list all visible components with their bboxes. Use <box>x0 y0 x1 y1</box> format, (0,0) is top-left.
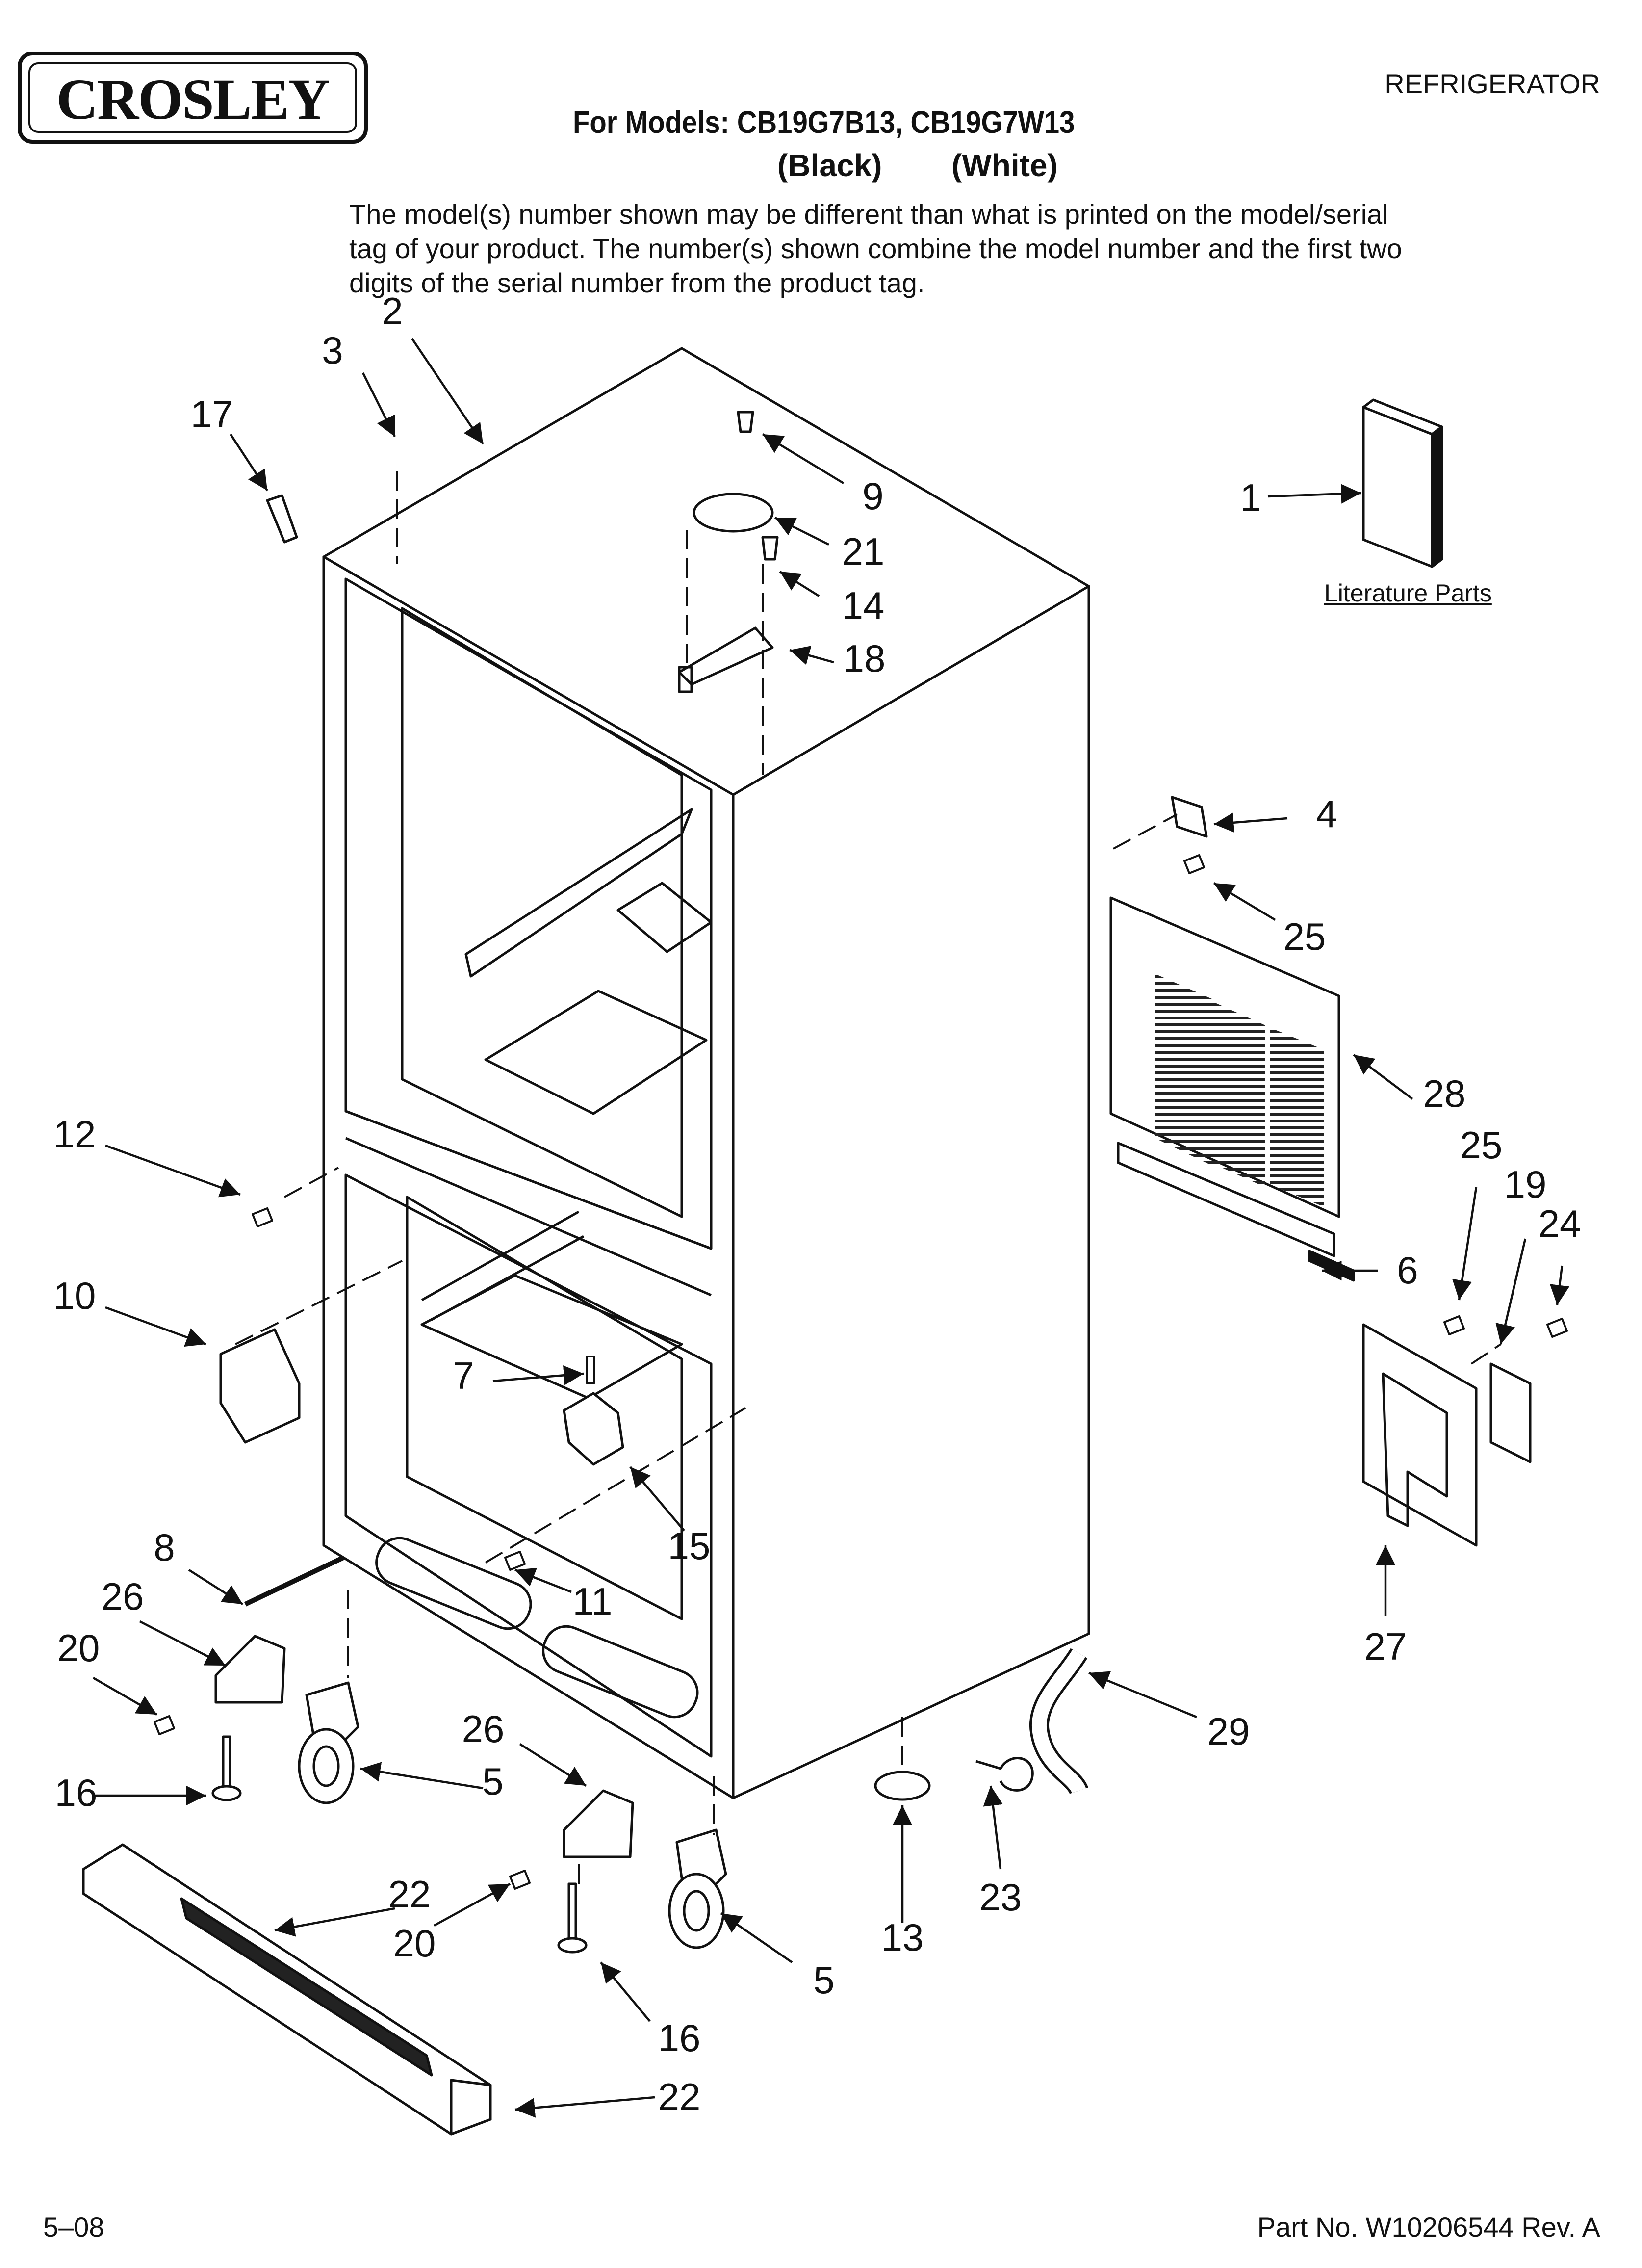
part-number: Part No. W10206544 Rev. A <box>1257 2212 1600 2242</box>
color-white-label: (White) <box>951 148 1058 183</box>
cabinet-interior <box>420 808 713 1400</box>
callout-23: 23 <box>979 1876 1022 1919</box>
literature-parts-label: Literature Parts <box>1324 579 1492 607</box>
callout-24: 24 <box>1538 1202 1581 1245</box>
callout-25b: 25 <box>1460 1123 1503 1167</box>
callout-20a: 20 <box>57 1626 100 1669</box>
document-type: REFRIGERATOR <box>1385 68 1600 99</box>
leveling-leg-left <box>211 1735 242 1801</box>
top-hinge-assembly <box>678 411 779 693</box>
callout-1: 1 <box>1240 476 1261 519</box>
roller-bracket-left <box>214 1635 286 1704</box>
callout-14: 14 <box>842 584 885 627</box>
callout-28: 28 <box>1423 1072 1466 1115</box>
brand-logo: CROSLEY <box>18 52 368 144</box>
brand-logo-inner-border <box>28 62 357 133</box>
leader-arrows <box>92 338 1570 2118</box>
alignment-lines <box>235 471 1502 1884</box>
callout-29: 29 <box>1207 1710 1250 1753</box>
center-hinge-bracket <box>563 1392 624 1466</box>
rear-access-panel <box>1109 896 1355 1282</box>
callout-27: 27 <box>1364 1625 1407 1668</box>
toe-grille <box>82 1843 492 2136</box>
models-title: For Models: CB19G7B13, CB19G7W13 <box>573 104 1075 140</box>
front-roller-left <box>298 1681 359 1804</box>
callout-16a: 16 <box>54 1771 98 1814</box>
callout-13: 13 <box>881 1916 924 1959</box>
callout-10: 10 <box>53 1274 96 1317</box>
callout-6: 6 <box>1397 1249 1418 1292</box>
callout-2: 2 <box>382 289 403 333</box>
temperature-control-housing <box>219 1328 301 1444</box>
callout-18: 18 <box>843 637 886 680</box>
callout-17: 17 <box>190 392 233 436</box>
callout-19: 19 <box>1504 1163 1547 1206</box>
rating-label <box>1171 796 1208 838</box>
callout-22b: 22 <box>658 2075 701 2118</box>
callout-4: 4 <box>1316 792 1337 835</box>
brand-name: CROSLEY <box>56 67 330 131</box>
literature-booklet <box>1362 398 1443 568</box>
callout-7: 7 <box>453 1354 474 1397</box>
callout-26a: 26 <box>101 1575 144 1618</box>
callout-21: 21 <box>842 530 885 573</box>
callout-22a: 22 <box>388 1873 431 1916</box>
print-date: 5–08 <box>43 2212 104 2242</box>
drain-hose-inner <box>1031 1649 1086 1794</box>
callout-9: 9 <box>862 474 884 518</box>
callout-20b: 20 <box>393 1922 436 1965</box>
callout-12: 12 <box>53 1113 96 1156</box>
cabinet-shell <box>322 347 1090 1799</box>
roller-bracket-right <box>563 1789 634 1858</box>
drain-plug <box>874 1771 931 1801</box>
callout-8: 8 <box>154 1526 175 1569</box>
base-openings <box>375 1537 699 1719</box>
screws <box>154 854 1568 1890</box>
leveling-leg-right <box>557 1882 588 1954</box>
callout-3: 3 <box>322 329 343 372</box>
callout-25a: 25 <box>1283 915 1326 958</box>
color-black-label: (Black) <box>777 148 882 183</box>
callout-11: 11 <box>572 1580 613 1623</box>
trim-piece <box>266 494 298 544</box>
electrical-box <box>1362 1323 1532 1547</box>
model-number-notice: The model(s) number shown may be differe… <box>349 199 1402 298</box>
callout-26b: 26 <box>462 1707 505 1750</box>
hose-clamp <box>975 1757 1034 1792</box>
callout-5b: 5 <box>813 1958 835 2002</box>
callout-16b: 16 <box>658 2016 701 2059</box>
front-roller-right <box>668 1828 727 1949</box>
callout-5a: 5 <box>482 1760 504 1803</box>
callout-15: 15 <box>667 1524 711 1567</box>
